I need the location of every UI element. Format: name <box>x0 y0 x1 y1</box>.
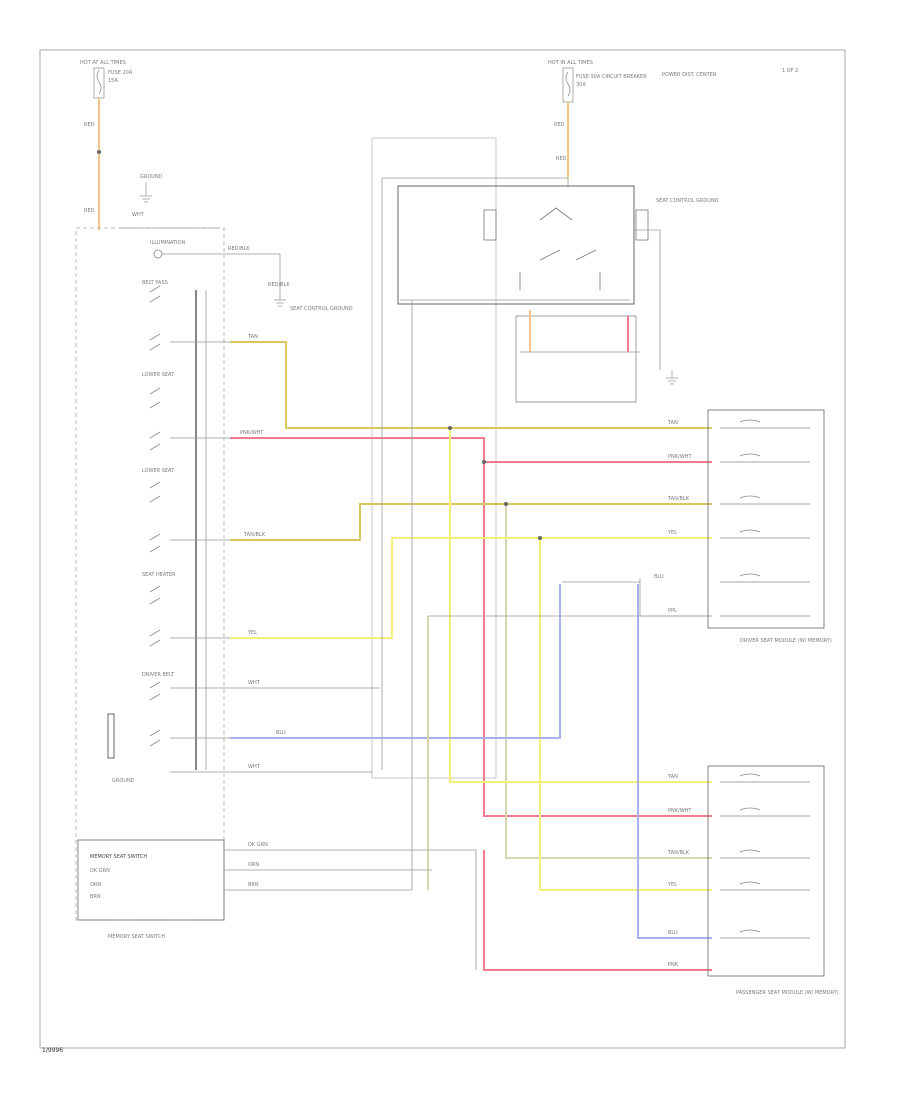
mem-code-2: ORN <box>248 862 259 868</box>
wire-yellow-4 <box>449 428 712 783</box>
fuse-label-left: FUSE 20A <box>108 70 133 76</box>
wire-yellow-2 <box>230 537 712 639</box>
wire-code-blu-2: BLU <box>654 574 664 580</box>
relay-module-box <box>397 185 635 305</box>
ground-icon-illum <box>274 294 286 307</box>
driver-module-label: DRIVER SEAT MODULE (W/ MEMORY) <box>740 638 832 644</box>
splice-node <box>97 150 101 154</box>
wire-code-tan-blk-3: TAN/BLK <box>667 850 690 856</box>
ground-label: GROUND <box>140 174 163 180</box>
seat-control-module-label: SEAT CONTROL GROUND <box>656 198 719 204</box>
seat-heater-label: SEAT HEATER <box>142 572 176 578</box>
driver-belt-label: DRIVER BELT <box>142 672 175 678</box>
footer-code: 1/9996 <box>42 1047 63 1054</box>
splice-yellow <box>538 536 542 540</box>
wire-code-tan-blk-1: TAN/BLK <box>243 532 266 538</box>
illum-wire <box>162 253 281 294</box>
mem-code-1: DK GRN <box>248 842 268 848</box>
wire-yellow-3 <box>539 538 712 891</box>
wire-code-red-bottom: PNK <box>668 962 679 968</box>
mem-wire-1 <box>224 849 477 970</box>
wire-code-wht-3: WHT <box>248 764 261 770</box>
wire-tan-2 <box>505 504 712 859</box>
hot-label-left: HOT AT ALL TIMES <box>80 60 126 66</box>
relay-lower-box <box>515 315 637 403</box>
wire-code-pnk-wht-3: PNK/WHT <box>668 808 692 814</box>
relay-right-wire <box>634 229 661 370</box>
wire-blue-2 <box>637 584 712 939</box>
relay-outline-outer <box>371 137 497 779</box>
pass-module-contacts <box>720 773 810 939</box>
diagram-border <box>39 49 846 1049</box>
illumination-lamp-icon <box>153 249 163 259</box>
wire-code-blu-3: BLU <box>668 930 678 936</box>
wire-code-yel-1: YEL <box>247 630 257 636</box>
ground-label-lower: GROUND <box>112 778 135 784</box>
wire-code-red-2: RED <box>84 208 95 214</box>
driver-seat-module-box <box>707 409 825 629</box>
splice-yellow-2 <box>448 426 452 430</box>
memory-switch-pos-2: ORN <box>90 882 101 888</box>
wire-code-blu-1: BLU <box>276 730 286 736</box>
wire-code-tan-3: TAN <box>667 774 678 780</box>
switch-contacts <box>149 285 161 747</box>
wire-code-wht-2: WHT <box>248 680 261 686</box>
wire-code-red-1: RED <box>84 122 95 128</box>
wire-code-pnk-wht-1: PNK/WHT <box>240 430 264 436</box>
mem-code-3: BRN <box>248 882 259 888</box>
wire-code-tan-2: TAN <box>667 420 678 426</box>
wire-code-illum: RED/BLK <box>228 246 250 252</box>
pass-module-label: PASSENGER SEAT MODULE (W/ MEMORY) <box>736 990 839 996</box>
splice-tan <box>504 502 508 506</box>
memory-switch-title: MEMORY SEAT SWITCH <box>90 854 147 860</box>
memory-seat-switch-box <box>77 839 225 921</box>
wire-code-wht: WHT <box>132 212 145 218</box>
ground-icon <box>140 182 152 203</box>
hot-label-right: HOT IN ALL TIMES <box>548 60 593 66</box>
wire-red-1 <box>230 437 712 817</box>
wire-code-tan-1: TAN <box>247 334 258 340</box>
driver-module-contacts <box>720 419 810 617</box>
breaker-sub: 30A <box>576 82 586 88</box>
breaker-label: FUSE 30A CIRCUIT BREAKER <box>576 74 647 80</box>
relay-coil-icons <box>483 207 649 290</box>
memory-switch-pos-3: BRN <box>90 894 101 900</box>
wire-code-yel-3: YEL <box>667 882 677 888</box>
wire-yellow-1 <box>230 341 712 429</box>
fuse-sub-left: 15A <box>108 78 118 84</box>
illumination-label: ILLUMINATION <box>150 240 185 246</box>
wire-tan-1 <box>230 503 712 541</box>
power-dist-label: POWER DIST. CENTER <box>662 72 717 78</box>
memory-switch-label: MEMORY SEAT SWITCH <box>108 934 165 940</box>
ref-label: 1 OF 2 <box>782 68 798 74</box>
ground-bar-icon <box>107 713 115 759</box>
ground-icon-relay <box>666 370 678 385</box>
wire-code-pnk-wht-2: PNK/WHT <box>668 454 692 460</box>
wire-code-tan-blk-2: TAN/BLK <box>667 496 690 502</box>
wire-code-illum-2: RED/BLK <box>268 282 290 288</box>
seat-control-ground-label: SEAT CONTROL GROUND <box>290 306 353 312</box>
circuit-breaker-icon <box>562 67 574 103</box>
lower-seat-label-1: LOWER SEAT <box>142 372 175 378</box>
memory-switch-pos-1: DK GRN <box>90 868 110 874</box>
fuse-icon-left <box>93 67 105 99</box>
pass-seat-module-box <box>707 765 825 977</box>
splice-red <box>482 460 486 464</box>
wire-code-red-3: RED <box>554 122 565 128</box>
wire-blue-1 <box>230 584 561 739</box>
wire-code-ppl: PPL <box>668 608 677 614</box>
wire-red-3 <box>483 850 712 971</box>
wire-code-yel-2: YEL <box>667 530 677 536</box>
wire-code-red-4: RED <box>556 156 567 162</box>
pass-belt-label: BELT PASS <box>142 280 168 286</box>
lower-seat-label-2: LOWER SEAT <box>142 468 175 474</box>
